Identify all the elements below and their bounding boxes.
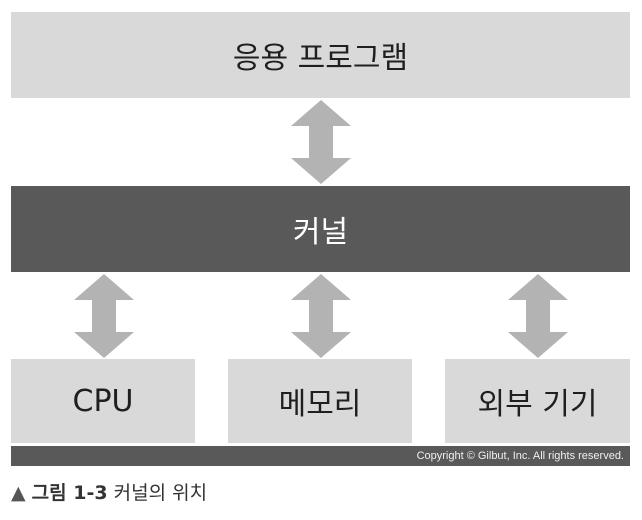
kernel-box: 커널 bbox=[11, 186, 630, 272]
figure-number: 그림 1-3 bbox=[31, 482, 108, 504]
copyright-bar: Copyright © Gilbut, Inc. All rights rese… bbox=[11, 446, 630, 466]
arrow-app-kernel bbox=[291, 100, 351, 184]
arrow-kernel-external bbox=[508, 274, 568, 358]
caption-text: 커널의 위치 bbox=[113, 482, 208, 504]
cpu-box: CPU bbox=[11, 359, 195, 443]
external-device-label: 외부 기기 bbox=[477, 387, 598, 422]
arrow-kernel-memory bbox=[291, 274, 351, 358]
copyright-text: Copyright © Gilbut, Inc. All rights rese… bbox=[416, 450, 624, 462]
figure-caption: ▲ 그림 1-3 커널의 위치 bbox=[11, 478, 207, 505]
external-device-box: 외부 기기 bbox=[445, 359, 630, 443]
arrow-kernel-cpu bbox=[74, 274, 134, 358]
cpu-label: CPU bbox=[72, 383, 134, 419]
triangle-marker-icon: ▲ bbox=[11, 482, 26, 504]
application-box: 응용 프로그램 bbox=[11, 12, 630, 98]
application-label: 응용 프로그램 bbox=[232, 41, 409, 76]
memory-box: 메모리 bbox=[228, 359, 412, 443]
memory-label: 메모리 bbox=[278, 387, 362, 422]
kernel-label: 커널 bbox=[292, 215, 349, 250]
